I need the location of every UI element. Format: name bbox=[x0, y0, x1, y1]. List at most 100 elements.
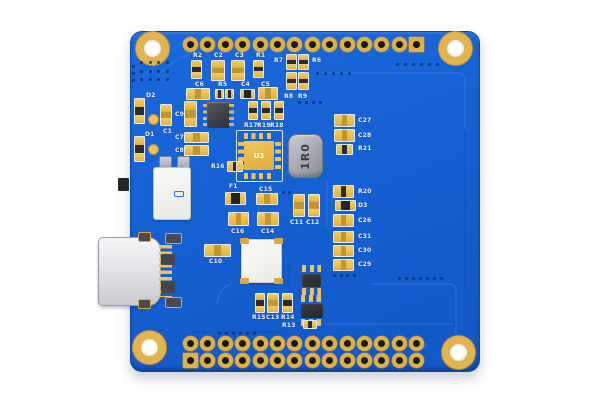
via-dot bbox=[132, 65, 135, 68]
component-r5a bbox=[215, 89, 224, 99]
pin-hole bbox=[200, 37, 216, 52]
component-r21 bbox=[336, 144, 353, 155]
component-c30 bbox=[333, 245, 354, 257]
via-dot bbox=[419, 277, 422, 280]
component-r18 bbox=[274, 101, 284, 120]
component-r2 bbox=[191, 60, 202, 79]
silkscreen-label-c12: C12 bbox=[306, 219, 320, 226]
silkscreen-label-r8: R8 bbox=[284, 93, 294, 100]
pin-hole bbox=[217, 336, 233, 351]
via-dot bbox=[148, 78, 152, 81]
component-c3 bbox=[231, 60, 245, 81]
pin-hole bbox=[357, 37, 372, 52]
silkscreen-label-c3: C3 bbox=[235, 52, 244, 59]
via-dot bbox=[420, 63, 423, 66]
u3-package: U3 bbox=[244, 141, 274, 170]
pin-hole bbox=[409, 37, 425, 52]
pin-hole bbox=[304, 353, 320, 368]
u3-pins-left bbox=[238, 142, 244, 169]
pin-hole bbox=[217, 353, 233, 368]
pin-hole bbox=[252, 353, 268, 368]
pin-hole bbox=[374, 353, 390, 368]
component-c12 bbox=[308, 194, 320, 217]
via-dot bbox=[352, 274, 356, 277]
pin-hole bbox=[252, 336, 268, 351]
pin-hole bbox=[391, 37, 407, 52]
silkscreen-label-d2: D2 bbox=[146, 92, 156, 99]
component-r13 bbox=[303, 320, 317, 329]
component-c6 bbox=[186, 88, 210, 100]
u3-marking: U3 bbox=[253, 151, 265, 160]
component-r20 bbox=[333, 185, 354, 198]
soic8-chip bbox=[203, 102, 234, 128]
silkscreen-label-c27: C27 bbox=[358, 117, 372, 124]
component-c7 bbox=[184, 132, 209, 143]
via-dot bbox=[340, 72, 343, 75]
component-r6 bbox=[298, 54, 309, 70]
inductor-marking: 1R0 bbox=[299, 142, 312, 170]
component-c4 bbox=[240, 89, 255, 99]
component-c29 bbox=[333, 259, 354, 271]
silkscreen-label-f1: F1 bbox=[229, 183, 238, 190]
via-dot bbox=[428, 63, 431, 66]
sot23-regulator-1 bbox=[302, 265, 321, 295]
silkscreen-label-c14: C14 bbox=[261, 228, 275, 235]
component-d2 bbox=[134, 98, 145, 124]
pin-hole bbox=[270, 336, 285, 351]
component-c1 bbox=[160, 104, 172, 126]
mounting-hole-top-left bbox=[136, 32, 169, 65]
component-c28 bbox=[334, 129, 355, 142]
usb-c-mount-tab bbox=[138, 232, 151, 242]
crystal-pad bbox=[240, 238, 249, 244]
via-dot bbox=[148, 69, 152, 73]
silkscreen-label-c2: C2 bbox=[214, 52, 223, 59]
component-c8 bbox=[184, 145, 209, 156]
silkscreen-label-c15: C15 bbox=[259, 186, 273, 193]
usb-c-connector bbox=[98, 237, 161, 306]
component-c14 bbox=[257, 212, 279, 226]
silkscreen-label-c9: C9 bbox=[175, 111, 184, 118]
silkscreen-label-r6: R6 bbox=[312, 57, 322, 64]
via-dot bbox=[218, 332, 221, 335]
silkscreen-label-r19: R19 bbox=[257, 122, 271, 129]
component-c10 bbox=[204, 244, 231, 257]
pin-hole bbox=[287, 37, 303, 52]
via-dot bbox=[140, 61, 143, 64]
via-dot bbox=[426, 277, 429, 280]
via-dot bbox=[332, 72, 335, 75]
via-dot bbox=[253, 332, 256, 335]
silkscreen-label-c8: C8 bbox=[175, 147, 184, 154]
via-dot bbox=[232, 332, 235, 335]
test-pad bbox=[149, 115, 158, 124]
via-dot bbox=[132, 79, 135, 82]
via-dot bbox=[412, 277, 415, 280]
silkscreen-label-r5: R5 bbox=[218, 81, 228, 88]
via-dot bbox=[157, 78, 160, 81]
via-dot bbox=[440, 277, 443, 280]
usb-c-mount-tab bbox=[165, 233, 182, 244]
silkscreen-label-c16: C16 bbox=[231, 228, 245, 235]
pin-hole bbox=[183, 353, 198, 368]
sot-pads-top bbox=[301, 295, 323, 302]
pin-hole bbox=[391, 353, 407, 368]
component-c2 bbox=[211, 60, 225, 81]
mounting-hole-bottom-left bbox=[133, 331, 166, 364]
pin-hole bbox=[183, 336, 198, 351]
pin-hole bbox=[339, 336, 355, 351]
component-c9 bbox=[184, 101, 197, 127]
component-d3 bbox=[335, 200, 356, 211]
component-r7 bbox=[286, 54, 297, 70]
component-c27 bbox=[334, 114, 355, 127]
silkscreen-label-c4: C4 bbox=[241, 81, 250, 88]
via-dot bbox=[312, 101, 315, 104]
silkscreen-label-d3: D3 bbox=[358, 202, 368, 209]
via-dot bbox=[157, 69, 160, 73]
silkscreen-label-c31: C31 bbox=[358, 233, 372, 240]
pin-hole bbox=[235, 336, 251, 351]
component-c16 bbox=[228, 212, 249, 226]
chip-body bbox=[207, 102, 230, 128]
chip-u3: U3 bbox=[236, 130, 283, 182]
component-c31 bbox=[333, 231, 354, 243]
component-r15 bbox=[255, 293, 265, 313]
pin-hole bbox=[217, 37, 233, 52]
